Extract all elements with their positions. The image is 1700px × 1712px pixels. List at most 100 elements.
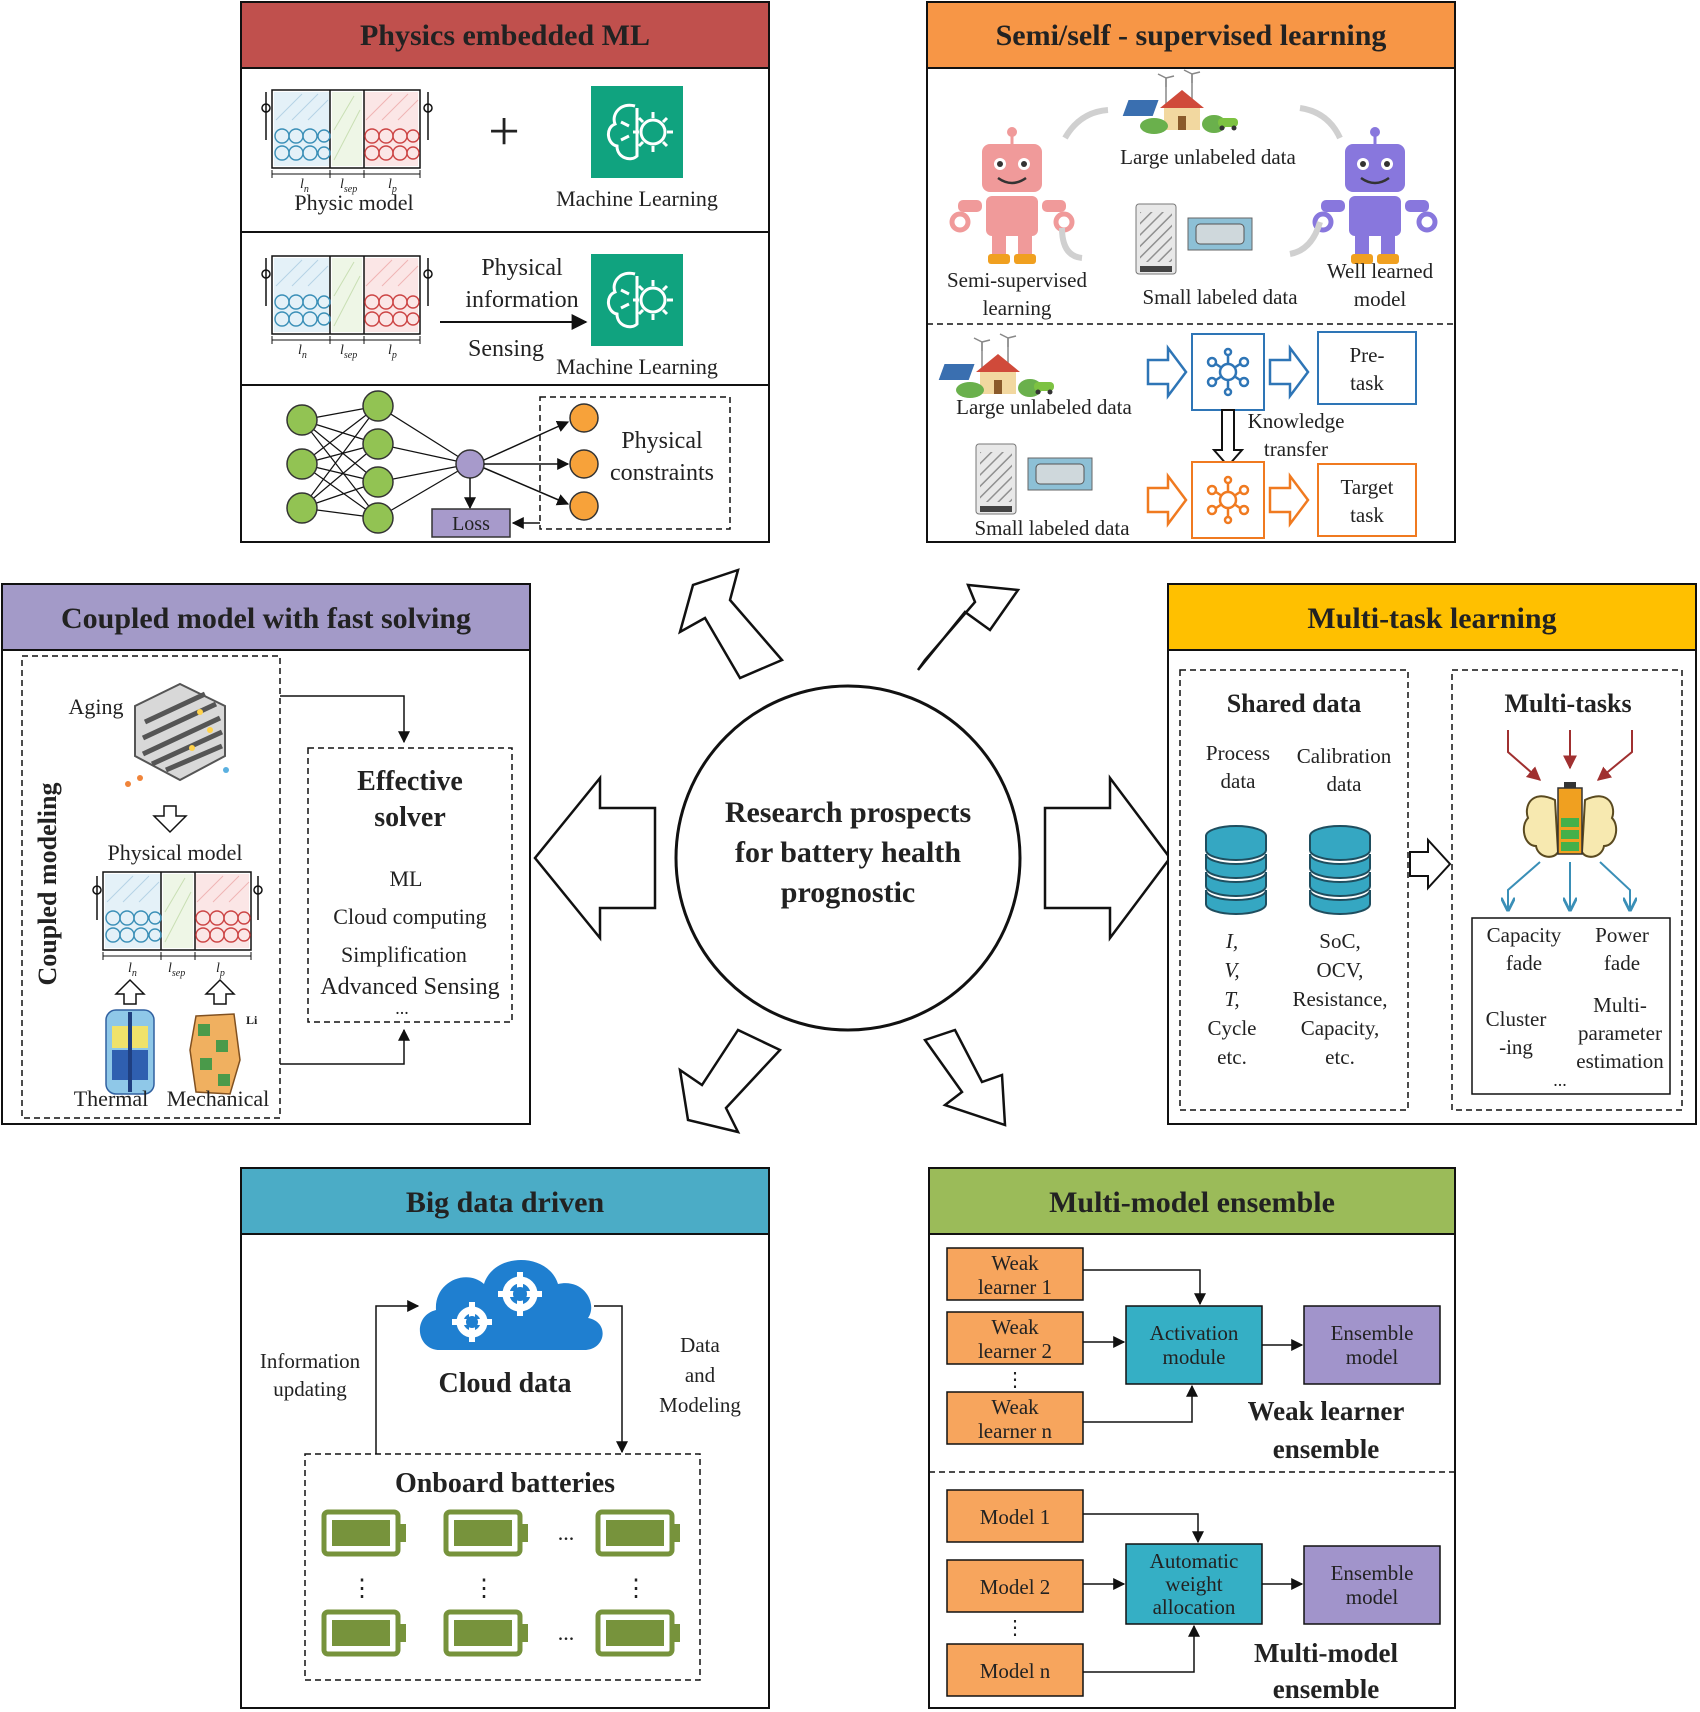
activation-module-line1: Activation (1150, 1321, 1239, 1345)
mtl-process-line1: Process (1206, 741, 1270, 765)
mtl-capacity-line1: Capacity (1487, 923, 1562, 947)
pem-lsep-label-2: lsep (340, 343, 357, 361)
bdd-title: Big data driven (406, 1186, 605, 1219)
mtl-multi-tasks-title: Multi-tasks (1504, 689, 1631, 718)
cm-solver-item-4: Advanced Sensing (320, 974, 499, 1000)
ssl-large-unlabeled-label-2: Large unlabeled data (956, 395, 1132, 419)
radial-arrows (533, 568, 1172, 1134)
ensemble-model-box-2 (1303, 1545, 1441, 1625)
battery-icon-6 (598, 1612, 680, 1654)
weak-learner-ensemble-line1: Weak learner (1248, 1396, 1405, 1426)
ssl-well-line1: Well learned (1327, 259, 1434, 283)
bdd-onboard-title: Onboard batteries (395, 1468, 615, 1499)
cm-mechanical-label: Mechanical (167, 1086, 270, 1111)
battery-icon-2 (446, 1512, 528, 1554)
mtl-title: Multi-task learning (1307, 602, 1556, 635)
ssl-title: Semi/self - supervised learning (996, 19, 1387, 52)
panel-big-data-driven: Big data driven Cloud data Information u… (240, 1167, 770, 1709)
pem-ln-label-2: ln (298, 343, 307, 361)
machine-learning-icon-2 (589, 252, 685, 348)
pem-physical-label: Physical (481, 255, 563, 281)
mtl-cluster-line2: -ing (1499, 1035, 1533, 1059)
arrow-up-right (916, 583, 1021, 671)
mtl-process-var-1: I, (1225, 929, 1238, 953)
bdd-hdots-2: ... (558, 1620, 575, 1645)
pem-plus-sign: + (488, 101, 520, 163)
mtl-header (1167, 583, 1697, 651)
model-n-box (946, 1643, 1084, 1697)
ensemble-model-2-line2: model (1346, 1585, 1399, 1609)
mtl-power-line2: fade (1604, 951, 1640, 975)
pem-sensing-label: Sensing (468, 336, 544, 362)
pem-cell-diagram-1 (271, 89, 421, 179)
mtl-calib-line1: Calibration (1297, 744, 1392, 768)
battery-icon-4 (324, 1612, 406, 1654)
cm-physical-model-label: Physical model (107, 840, 242, 865)
weak-learner-n-line1: Weak (991, 1395, 1039, 1419)
ssl-pretask-box (1317, 331, 1417, 405)
model-n-label: Model n (980, 1659, 1051, 1683)
pem-lp-label-2: lp (388, 343, 397, 361)
pem-header (240, 1, 770, 69)
cm-thermal-label: Thermal (74, 1086, 149, 1111)
mtl-process-var-2: V, (1224, 958, 1239, 982)
mtl-shared-data-title: Shared data (1227, 689, 1362, 718)
ensemble-model-1-line1: Ensemble (1331, 1321, 1414, 1345)
cm-solver-item-3: Simplification (341, 942, 467, 967)
model-2-label: Model 2 (980, 1575, 1051, 1599)
multi-model-ensemble-line1: Multi-model (1254, 1638, 1398, 1668)
activation-module-line2: module (1163, 1345, 1226, 1369)
pem-terminal-marks-2 (261, 258, 433, 306)
pem-lp-label-1: lp (388, 177, 397, 195)
machine-learning-icon (589, 84, 685, 180)
cm-terminal-marks (92, 876, 263, 920)
weak-learner-vdots: ⋮ (1005, 1369, 1025, 1391)
arrow-left (533, 774, 657, 942)
ssl-pretrain-network-box (1191, 333, 1265, 411)
panel-coupled-model: Coupled model with fast solving Coupled … (1, 583, 531, 1125)
ssl-small-labeled-label-2: Small labeled data (974, 516, 1130, 540)
weak-learner-2-line2: learner 2 (978, 1339, 1052, 1363)
cm-cell-diagram (102, 871, 252, 961)
ssl-header (926, 1, 1456, 69)
mtl-shared-data-box (1179, 669, 1409, 1111)
weak-learner-n-box (946, 1391, 1084, 1445)
cm-lsep-label: lsep (168, 961, 185, 979)
mtl-cluster-line1: Cluster (1486, 1007, 1547, 1031)
aging-electrode-icon (125, 682, 229, 787)
brain-battery-icon (1507, 730, 1633, 858)
battery-icon-1 (324, 1512, 406, 1554)
bdd-header (240, 1167, 770, 1235)
battery-icon-3 (598, 1512, 680, 1554)
mtl-multi-param-line1: Multi- (1593, 993, 1647, 1017)
pem-lsep-label-1: lsep (340, 177, 357, 195)
panel-multi-task-learning: Multi-task learning Shared data Process … (1167, 583, 1697, 1125)
center-circle (674, 684, 1022, 1032)
cm-solver-item-2: Cloud computing (333, 904, 486, 929)
pem-physic-model-label: Physic model (294, 190, 413, 215)
mtl-tasks-list-box (1471, 917, 1671, 1095)
mtl-multi-param-line2: parameter (1578, 1021, 1662, 1045)
mtl-calib-var-2: OCV, (1317, 958, 1364, 982)
cm-ln-label: ln (128, 961, 137, 979)
cm-coupled-modeling-label: Coupled modeling (33, 783, 62, 986)
mtl-calib-var-5: etc. (1325, 1045, 1355, 1069)
pem-ln-label-1: ln (300, 177, 309, 195)
arrow-up-left (677, 568, 785, 680)
mtl-dots: ... (1553, 1070, 1567, 1090)
cm-solver-box (307, 747, 513, 1023)
bdd-data-line2: and (685, 1363, 716, 1387)
weak-learner-ensemble-line2: ensemble (1273, 1434, 1380, 1464)
database-icon-calibration (1309, 825, 1371, 915)
weak-learner-2-line1: Weak (991, 1315, 1039, 1339)
pem-ml-label-1: Machine Learning (556, 186, 718, 211)
model-vdots: ⋮ (1005, 1617, 1025, 1639)
cm-li-label: Li (246, 1013, 258, 1027)
auto-weight-line3: allocation (1153, 1595, 1236, 1619)
model-1-box (946, 1489, 1084, 1543)
bdd-vdots-3: ⋮ (624, 1576, 648, 1602)
cm-solver-item-5: ... (395, 998, 409, 1018)
model-1-label: Model 1 (980, 1505, 1051, 1529)
ssl-pretask-line1: Pre- (1350, 343, 1385, 367)
